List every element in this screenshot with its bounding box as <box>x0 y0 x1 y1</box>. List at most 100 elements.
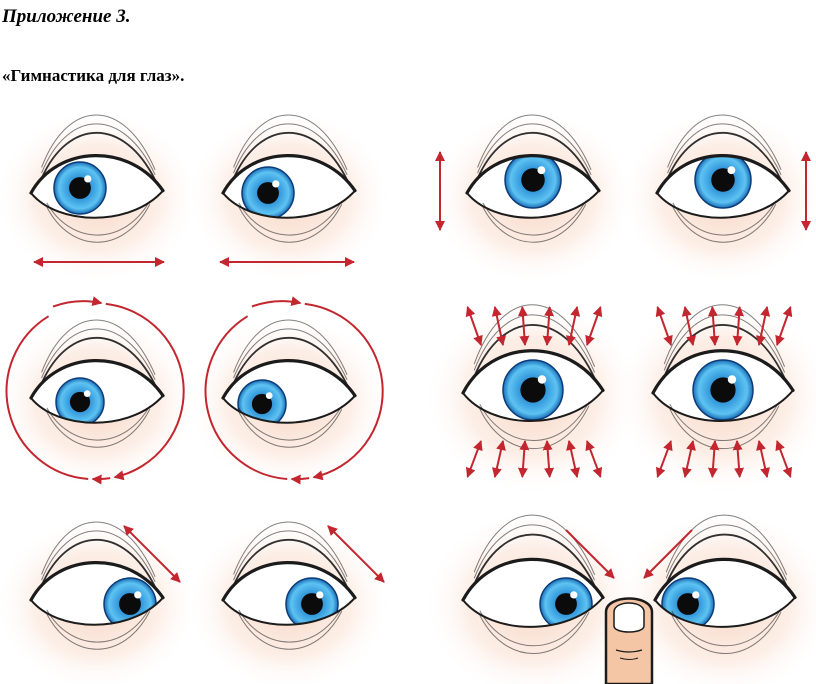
highlight <box>727 375 737 384</box>
radial-left-up-arrow <box>491 306 507 346</box>
radial-right-down-arrow <box>681 440 696 478</box>
pupil <box>251 393 273 415</box>
radial-left-up-arrow <box>585 306 603 346</box>
highlight <box>692 591 700 599</box>
lower-lash-line <box>479 608 590 647</box>
eyelid-crease <box>666 131 782 181</box>
lower-lash-line <box>46 200 151 236</box>
highlight <box>272 180 280 188</box>
eye-rotate-left <box>0 314 200 490</box>
radial-left-up-arrow <box>542 306 555 346</box>
lower-eyelid <box>222 596 356 626</box>
radial-left-up-arrow <box>465 306 483 346</box>
radial-right-up-arrow <box>732 306 745 346</box>
eyelid-crease <box>477 123 592 176</box>
pupil <box>257 182 279 204</box>
lower-lash-line <box>671 611 782 654</box>
eyelid-crease <box>473 324 596 379</box>
radial-left-down-arrow <box>566 440 581 478</box>
highlight <box>727 166 736 175</box>
lower-lash-line <box>482 203 587 243</box>
circle-right-arc-left <box>204 315 288 480</box>
lower-lash-line <box>238 203 343 243</box>
lower-eyelid <box>222 394 356 424</box>
circle-right-arc-bottom <box>290 474 310 485</box>
eyelid-crease <box>663 324 786 379</box>
lower-eyelid <box>466 189 600 219</box>
radial-right-up-arrow <box>755 306 771 346</box>
radial-right-down-arrow <box>775 440 793 478</box>
eyelid-crease <box>473 533 596 587</box>
eye-look-left <box>0 109 200 285</box>
radial-left-up-arrow <box>565 306 581 346</box>
finger <box>604 597 654 684</box>
lower-lash-line <box>238 408 343 448</box>
eyelid-crease <box>233 123 348 176</box>
diagonal-arrow-left <box>123 525 181 583</box>
lower-lash-line <box>479 611 590 654</box>
circle-left-arc-bottom <box>91 474 111 485</box>
highlight <box>84 175 92 183</box>
eye-look-up-left <box>430 109 636 285</box>
lower-lash-line <box>46 408 151 448</box>
radial-right-up-arrow <box>775 306 793 346</box>
lower-lash-line <box>46 405 151 441</box>
finger-crease <box>615 649 643 653</box>
fingernail <box>613 602 645 633</box>
lower-lash-line <box>238 610 343 650</box>
lower-lash-line <box>669 405 780 450</box>
eyelid-crease <box>473 524 596 581</box>
eyelid-crease <box>473 304 596 367</box>
circle-left-arc-left <box>5 315 89 480</box>
eyelid-crease <box>233 319 348 375</box>
page-subheading: «Гимнастика для глаз». <box>2 66 185 85</box>
eyelid-crease <box>667 123 782 176</box>
highlight <box>265 392 273 399</box>
lower-lash-line <box>482 200 587 236</box>
diagonal-arrow-right <box>327 525 385 583</box>
lower-lash-line <box>479 401 590 442</box>
lower-lash-line <box>669 401 780 442</box>
lower-lash-line <box>238 405 343 441</box>
eye-look-right <box>186 109 392 285</box>
eyelid-crease <box>232 336 348 386</box>
highlight <box>316 591 324 599</box>
eyelid-crease <box>41 114 156 170</box>
radial-left-up-arrow <box>517 306 530 346</box>
eyelid-crease <box>473 514 596 575</box>
pupil <box>555 593 577 615</box>
radial-right-up-arrow <box>681 306 697 346</box>
page-heading: Приложение 3. <box>2 6 131 27</box>
eyelid-crease <box>233 328 348 381</box>
lower-eyelid <box>30 596 164 626</box>
lower-eyelid <box>30 189 164 219</box>
eyelid-crease <box>663 314 786 373</box>
lower-eyelid <box>222 189 356 219</box>
eyelid-crease <box>41 123 156 176</box>
eyelid-crease <box>665 524 788 581</box>
eyelid-crease <box>665 514 788 575</box>
highlight <box>134 591 142 599</box>
eyelid-crease <box>41 319 156 375</box>
lower-lash-line <box>46 610 151 650</box>
eye-look-up-right <box>620 109 816 285</box>
radial-left-down-arrow <box>585 440 603 478</box>
pupil <box>69 177 91 199</box>
lower-eyelid <box>656 189 790 219</box>
radial-right-up-arrow <box>655 306 673 346</box>
eye-diagonal-left <box>0 516 200 684</box>
pupil <box>69 391 91 413</box>
eyelid-crease <box>233 114 348 170</box>
eyelid-crease <box>41 328 156 381</box>
eyelid-crease <box>40 336 156 386</box>
radial-right-down-arrow <box>707 440 720 478</box>
pupil <box>677 593 699 615</box>
pupil <box>711 168 735 192</box>
lower-lash-line <box>672 200 777 236</box>
eyelid-crease <box>232 131 348 181</box>
highlight <box>570 591 578 599</box>
eyelid-crease <box>473 314 596 373</box>
highlight <box>83 390 91 397</box>
eye-converge-right <box>615 509 816 684</box>
